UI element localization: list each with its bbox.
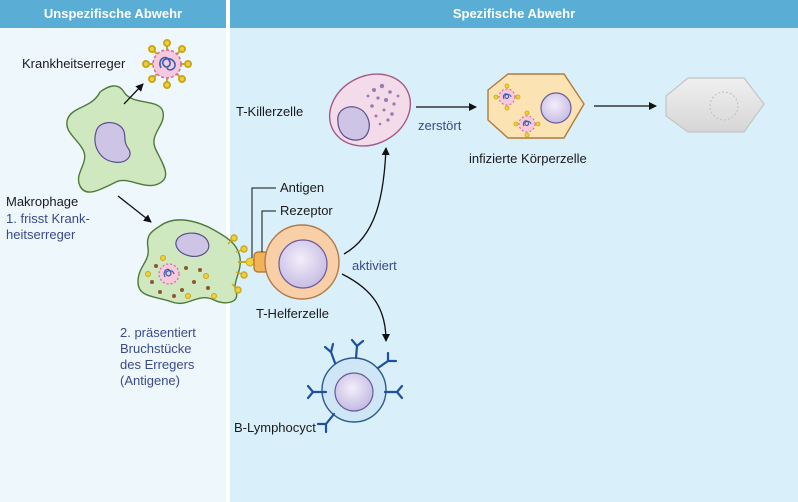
activate-killer-arrow bbox=[343, 147, 390, 255]
step1-label-line1: 1. frisst Krank- bbox=[6, 211, 90, 226]
t-helper-cell bbox=[264, 224, 340, 300]
macrophage-label: Makrophage bbox=[6, 194, 79, 209]
destroys-label: zerstört bbox=[418, 118, 462, 133]
right-panel-title: Spezifische Abwehr bbox=[452, 6, 576, 21]
step2-label-line4: (Antigene) bbox=[120, 373, 180, 388]
infected-cell-label: infizierte Körperzelle bbox=[469, 151, 587, 166]
left-panel-title: Unspezifische Abwehr bbox=[43, 6, 183, 21]
step2-label-line2: Bruchstücke bbox=[120, 341, 192, 356]
b-lymphocyte-label: B-Lymphocyct bbox=[234, 420, 316, 435]
activates-label: aktiviert bbox=[352, 258, 397, 273]
destroyed-cell bbox=[665, 77, 765, 133]
left-header-bar bbox=[0, 0, 226, 28]
pathogen-label: Krankheitserreger bbox=[22, 56, 126, 71]
right-header-bar bbox=[230, 0, 798, 28]
receptor-label: Rezeptor bbox=[280, 203, 333, 218]
step2-label-line3: des Erregers bbox=[120, 357, 195, 372]
step1-label-line2: heitserreger bbox=[6, 227, 76, 242]
infected-body-cell bbox=[487, 73, 585, 139]
antigen-label: Antigen bbox=[280, 180, 325, 195]
activate-b-cell-arrow bbox=[341, 273, 390, 342]
presenting-macrophage-cell bbox=[137, 219, 248, 305]
pathogen-virus-icon bbox=[142, 39, 192, 89]
step2-label-line1: 2. präsentiert bbox=[120, 325, 196, 340]
t-killer-cell bbox=[328, 73, 412, 147]
macrophage-cell bbox=[66, 85, 167, 193]
t-killer-label: T-Killerzelle bbox=[236, 104, 304, 119]
antigen-pointer bbox=[251, 187, 276, 258]
step-arrow bbox=[117, 195, 152, 223]
t-helper-label: T-Helferzelle bbox=[256, 306, 329, 321]
b-lymphocyte-cell bbox=[306, 338, 404, 434]
engulf-arrow bbox=[123, 83, 144, 105]
receptor-pointer bbox=[261, 210, 276, 252]
